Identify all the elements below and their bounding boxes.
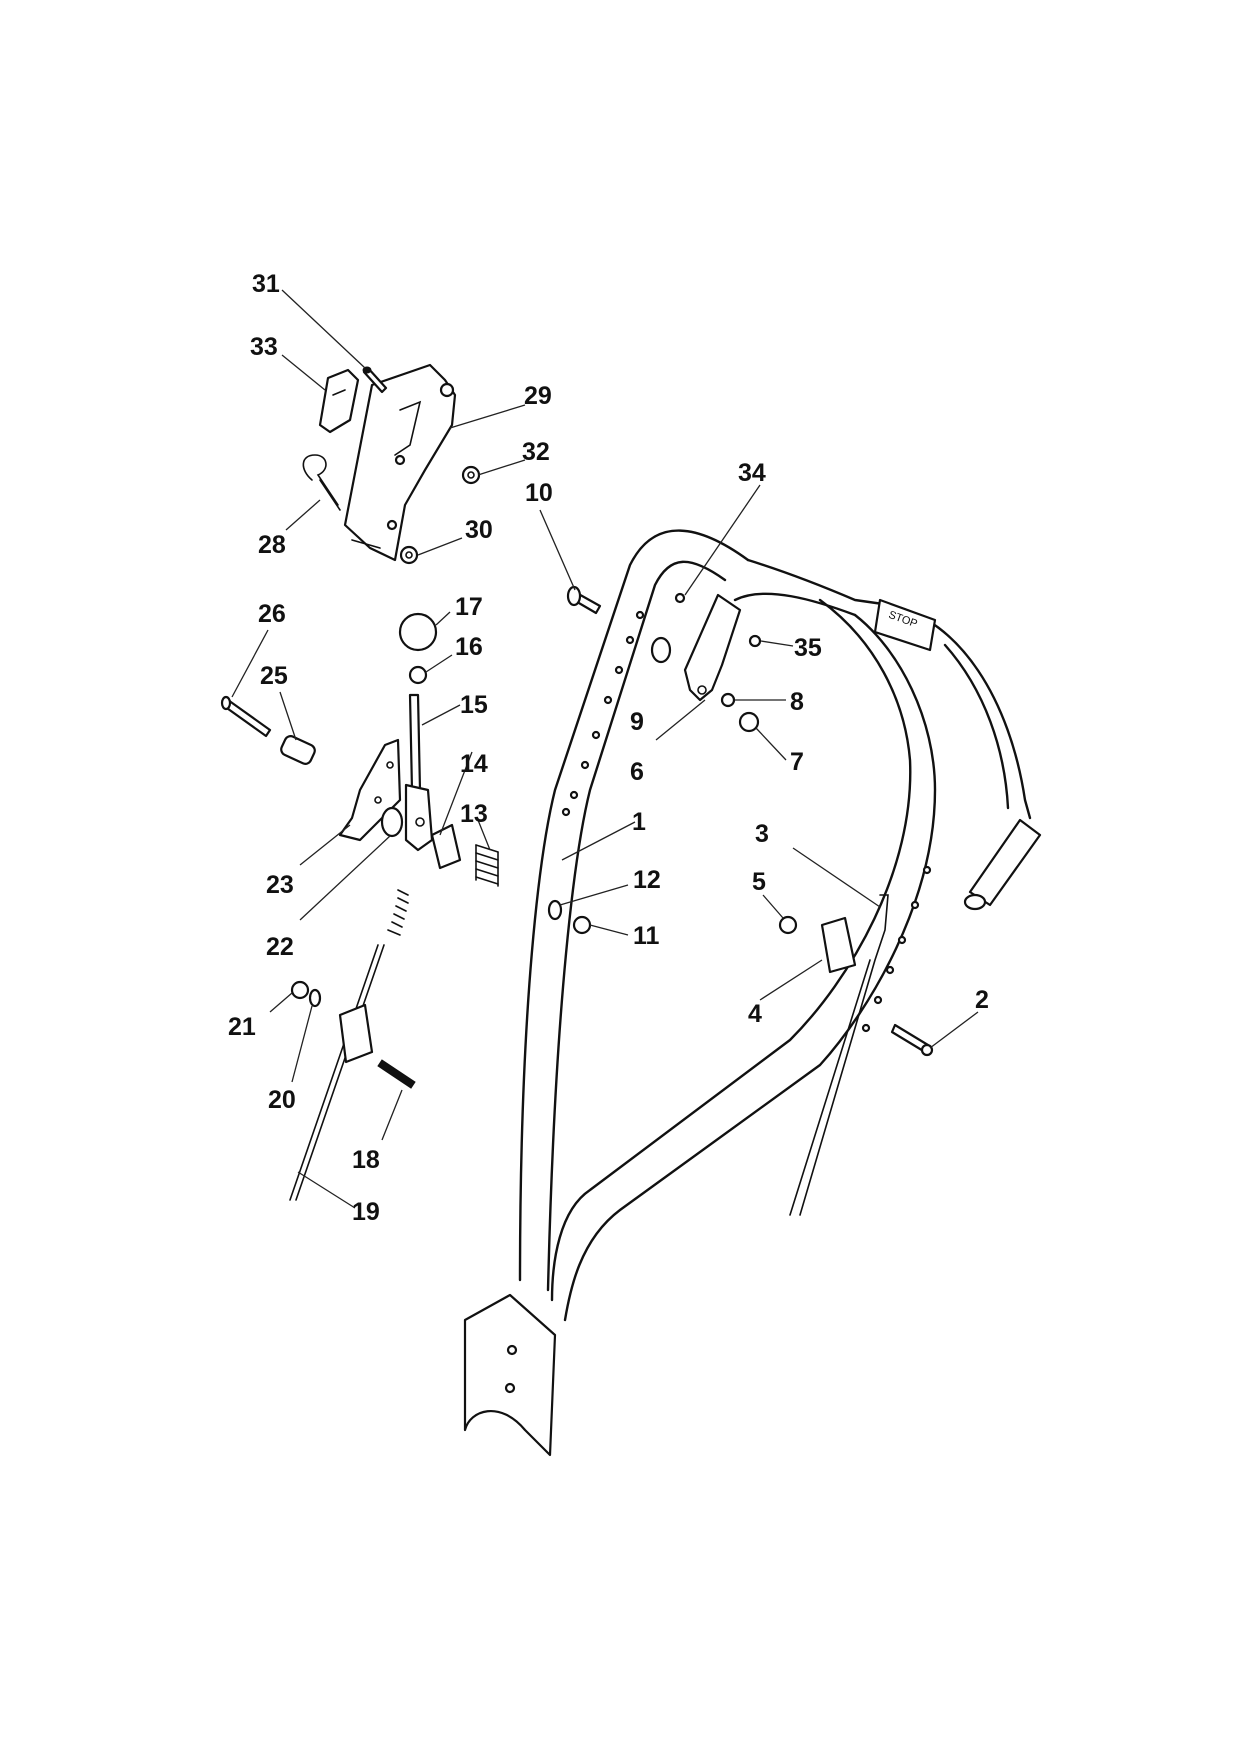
cable-clamp-part-4 [820,916,857,974]
screw-part-18 [377,1059,416,1089]
callout-30: 30 [465,516,493,544]
callout-23: 23 [266,871,294,899]
callout-35: 35 [794,634,822,662]
spacer-part-9 [650,636,672,664]
screw-part-34 [674,592,686,604]
callout-33: 33 [250,333,278,361]
sleeve-part-14 [430,823,462,870]
cap-part-17 [398,612,438,652]
callout-10: 10 [525,479,553,507]
callout-26: 26 [258,600,286,628]
nut-part-32 [461,465,481,485]
washer-part-20 [308,988,322,1008]
callout-29: 29 [524,382,552,410]
callout-12: 12 [633,866,661,894]
throttle-cable-part-19 [289,889,409,1201]
washer-part-35 [748,634,762,648]
control-box-part-29 [343,363,457,562]
spacer-part-25 [280,735,316,765]
callout-21: 21 [228,1013,256,1041]
bolt-part-26 [220,695,272,738]
callout-19: 19 [352,1198,380,1226]
callout-32: 32 [522,438,550,466]
callout-22: 22 [266,933,294,961]
callout-20: 20 [268,1086,296,1114]
hook-bolt-part-28 [302,454,341,511]
callout-2: 2 [975,986,989,1014]
callout-16: 16 [455,633,483,661]
washer-part-12 [547,899,563,921]
callout-11: 11 [633,922,660,950]
callout-13: 13 [460,800,488,828]
bolt-part-10 [566,585,602,615]
callout-5: 5 [752,868,766,896]
rod-part-15 [404,693,434,852]
nut-part-30 [399,545,419,565]
callout-25: 25 [260,662,288,690]
callout-28: 28 [258,531,286,559]
callout-34: 34 [738,459,766,487]
nut-part-11 [572,915,592,935]
callout-4: 4 [748,1000,762,1028]
screw-part-31 [362,366,388,394]
cable-part-3 [789,894,889,1216]
clip-part-33 [318,368,360,434]
screw-part-2 [890,1023,934,1057]
callout-18: 18 [352,1146,380,1174]
callout-8: 8 [790,688,804,716]
leader-lines [231,289,979,1209]
callout-17: 17 [455,593,483,621]
callout-3: 3 [755,820,769,848]
spring-part-13 [475,844,499,887]
callout-9: 9 [630,708,644,736]
callout-6: 6 [630,758,644,786]
nut-part-16 [408,665,428,685]
callout-1: 1 [632,808,646,836]
washer-part-8 [720,692,736,708]
bracket-part-6 [683,593,742,702]
bushing-part-22 [380,806,404,838]
nut-part-7 [738,711,760,733]
callout-labels: 31 33 29 32 10 28 30 34 17 16 26 25 15 1… [228,270,989,1226]
callout-31: 31 [252,270,280,298]
nut-part-5 [778,915,798,935]
callout-15: 15 [460,691,488,719]
callout-7: 7 [790,748,804,776]
handle-frame: STOP [463,529,1042,1457]
callout-14: 14 [460,750,488,778]
nut-part-21 [290,980,310,1000]
